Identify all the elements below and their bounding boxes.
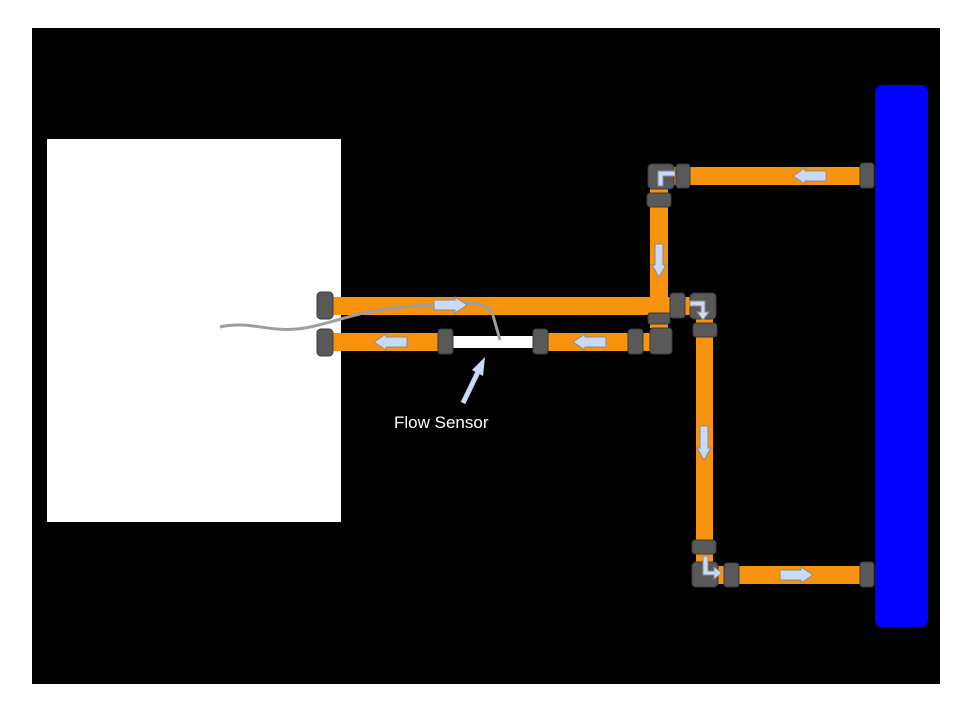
fitting-supply-tee-bottom — [647, 312, 671, 325]
reservoir — [875, 85, 928, 627]
flow-arrow-return-left — [373, 333, 408, 351]
fitting-sensor-right — [532, 328, 549, 355]
fitting-bottom-horizontal-start — [723, 562, 740, 588]
fitting-return-tee-left — [627, 328, 644, 355]
fitting-return-tank — [316, 328, 334, 357]
sensor-wire — [219, 301, 502, 341]
elbow-arrow-top — [657, 170, 676, 187]
fitting-reservoir-top — [859, 162, 875, 189]
flow-arrow-return-right — [572, 333, 607, 351]
fitting-top-horizontal-end — [675, 163, 691, 189]
flow-sensor-label: Flow Sensor — [394, 413, 489, 432]
flow-arrow-lower-down — [696, 425, 712, 461]
flow-arrow-bottom-right — [779, 566, 814, 584]
pipe-top-horizontal — [668, 167, 873, 185]
fitting-supply-tank — [316, 291, 334, 320]
flow-arrow-upper-down — [651, 243, 667, 278]
elbow-arrow-right — [689, 300, 710, 321]
fitting-junction-tee — [649, 327, 673, 355]
flow-arrow-supply-right — [433, 296, 468, 314]
fitting-right-elbow-bottom — [692, 322, 718, 338]
fitting-sensor-left — [437, 328, 454, 355]
flow-arrow-top-left — [792, 167, 827, 185]
elbow-arrow-bottom — [702, 555, 723, 580]
fitting-reservoir-bottom — [859, 561, 875, 588]
pointer-arrow-icon — [460, 357, 485, 405]
flow-sensor — [452, 336, 534, 348]
pipe-supply — [328, 297, 673, 315]
fitting-bottom-elbow-top — [691, 539, 717, 555]
fitting-supply-right — [669, 292, 686, 319]
fitting-top-elbow-bottom — [646, 192, 672, 208]
